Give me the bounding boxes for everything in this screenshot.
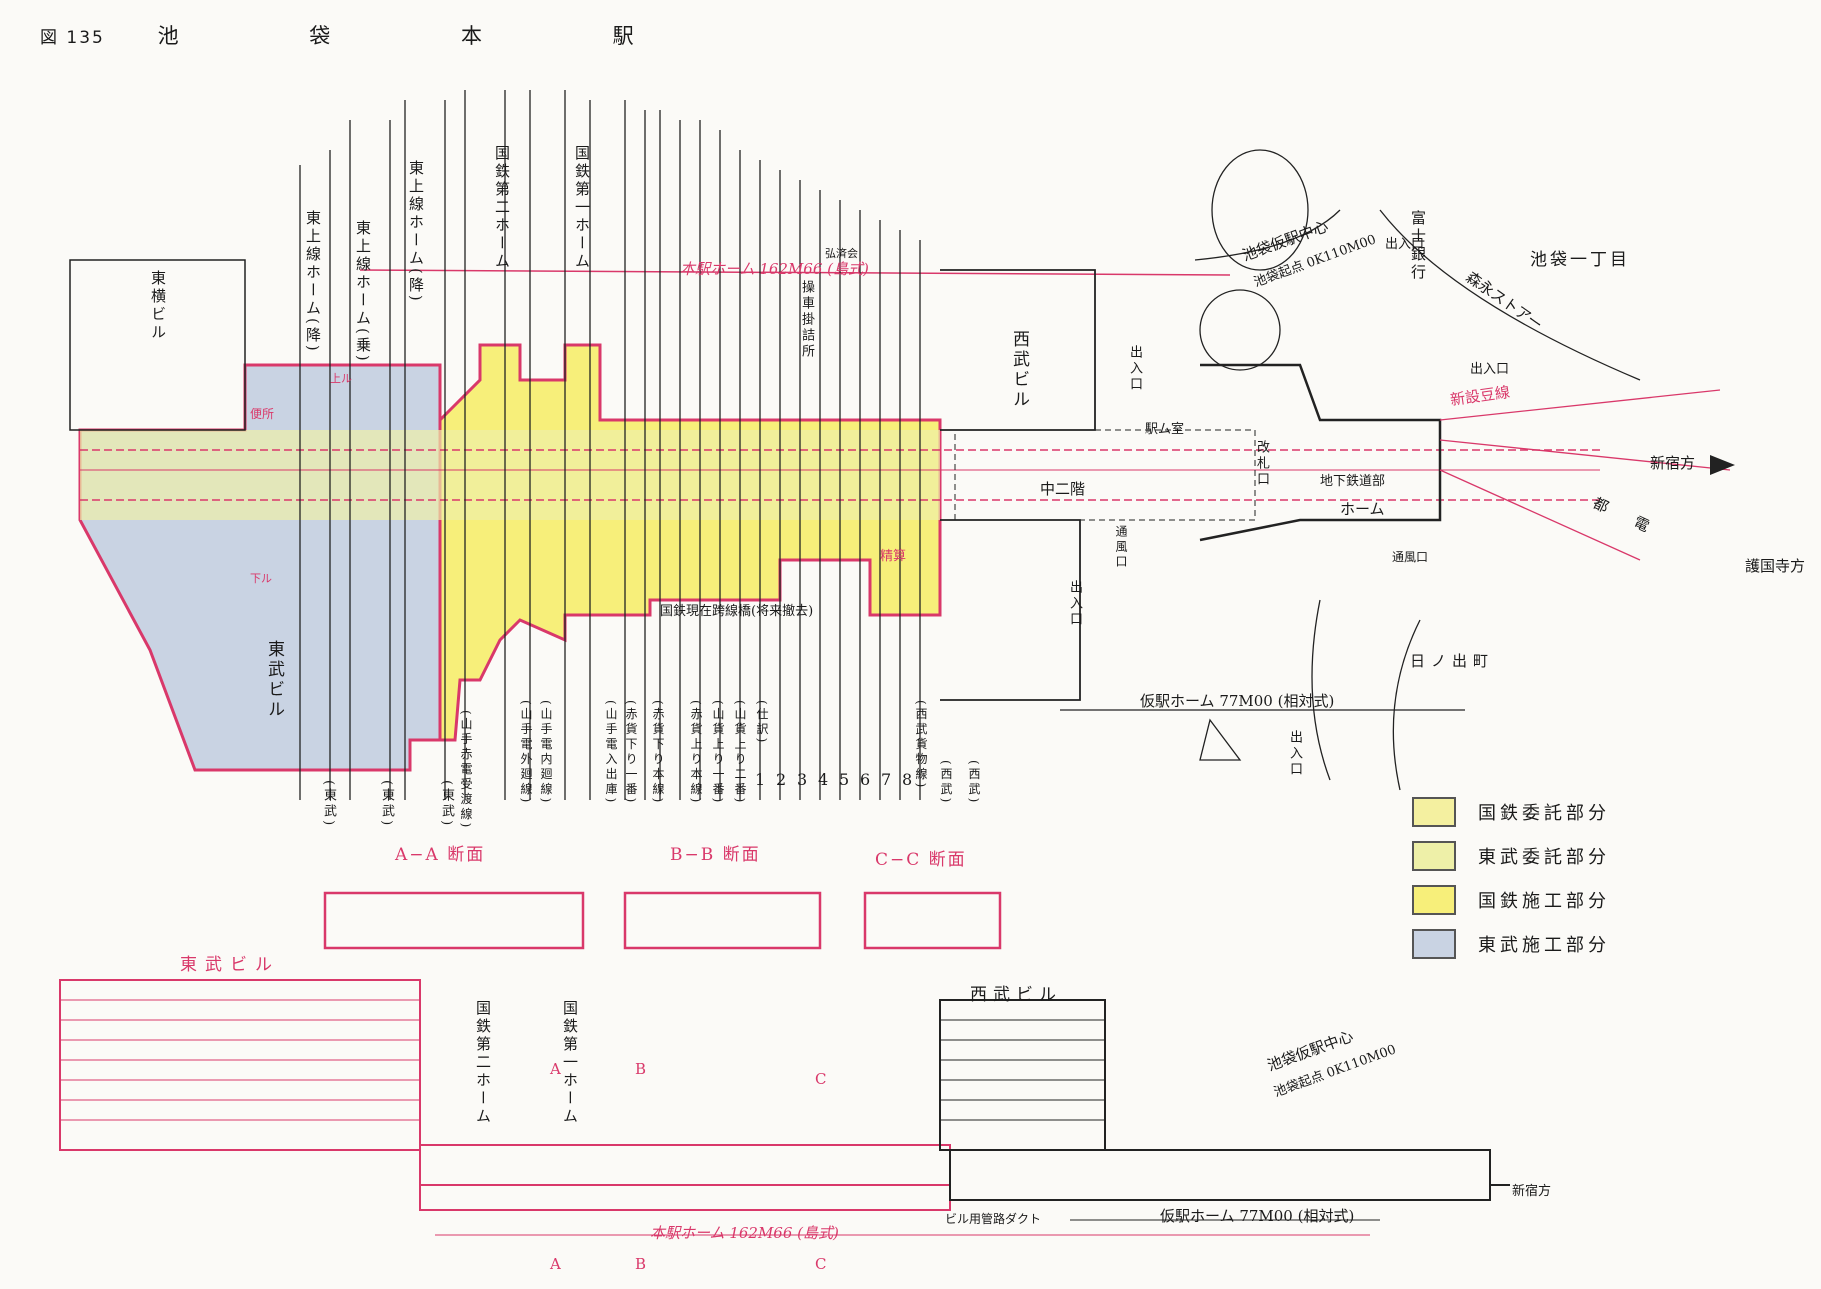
section-marker: B xyxy=(635,1060,647,1078)
elevation-temp-platform: 仮駅ホーム 77M00 (相対式) xyxy=(1160,1207,1355,1225)
kosaikai-label: 弘済会 xyxy=(825,247,858,260)
legend-item: 東武施工部分 xyxy=(1412,922,1610,966)
track-label: (東武) xyxy=(379,780,394,829)
platform-label-tojo-alight-2: 東上線ホーム(降) xyxy=(407,160,425,304)
legend-item: 国鉄施工部分 xyxy=(1412,878,1610,922)
track-label: (西武) xyxy=(967,760,981,806)
wicket-label: 改札口 xyxy=(1254,440,1269,488)
legend-item: 国鉄委託部分 xyxy=(1412,790,1610,834)
entrance-label: 出入口 xyxy=(1287,730,1302,778)
underground-label: 地下鉄道部 xyxy=(1320,474,1386,489)
track-label: (東武) xyxy=(439,780,454,829)
elevation-main-platform: 本駅ホーム 162M66 (島式) xyxy=(650,1224,839,1242)
tobu-construction-area xyxy=(78,363,442,772)
legend-swatch xyxy=(1412,885,1456,915)
gokokuji-direction: 護国寺方 xyxy=(1745,557,1806,575)
entrance-label: 出入口 xyxy=(1385,237,1425,252)
track-label: (山手赤電受渡線) xyxy=(459,710,473,831)
elevation-shinjuku: 新宿方 xyxy=(1512,1184,1552,1199)
track-label: (山貨上り二番) xyxy=(733,700,747,806)
track-label: (赤貨上り本線) xyxy=(689,700,703,806)
hinode-label: 日ノ出町 xyxy=(1410,652,1495,670)
track-label: (山手電内廻線) xyxy=(539,700,553,806)
elevation-duct: ビル用管路ダクト xyxy=(945,1212,1042,1226)
legend-label: 国鉄施工部分 xyxy=(1478,891,1610,912)
section-marker: A xyxy=(550,1255,561,1273)
platform-label-tojo-alight: 東上線ホーム(降) xyxy=(304,210,322,354)
figure-title: 図 135 池 袋 本 駅 xyxy=(40,20,696,50)
platform-label-jnr-first: 国鉄第一ホーム xyxy=(573,145,591,271)
track-label: (東武) xyxy=(321,780,336,829)
section-marker: C xyxy=(815,1070,827,1088)
commissioned-strip xyxy=(80,430,940,520)
track-label: (西武貨物線) xyxy=(914,700,928,791)
track-number: 7 xyxy=(881,770,892,789)
jnr-construction-area xyxy=(438,343,942,742)
elevation-tobu: 東武ビル xyxy=(180,955,280,975)
track-number: 6 xyxy=(860,770,871,789)
track-number: 8 xyxy=(902,770,913,789)
main-platform-dimension: 本駅ホーム 162M66 (島式) xyxy=(680,260,869,278)
legend-swatch xyxy=(1412,797,1456,827)
building-label-tobu: 東武ビル xyxy=(264,640,284,720)
legend-label: 国鉄委託部分 xyxy=(1478,803,1610,824)
figure-number: 図 135 xyxy=(40,28,105,48)
track-lines xyxy=(299,90,921,800)
section-marker: C xyxy=(815,1255,827,1273)
legend-swatch xyxy=(1412,929,1456,959)
platform-label-jnr-second: 国鉄第二ホーム xyxy=(493,145,511,271)
track-label: (山手電入出庫) xyxy=(604,700,618,806)
legend-swatch xyxy=(1412,841,1456,871)
chome-label: 池袋一丁目 xyxy=(1530,250,1630,270)
office-label: 駅ム室 xyxy=(1145,422,1185,437)
longitudinal-section xyxy=(59,979,1510,1236)
vent-label: 通風口 xyxy=(1392,550,1429,564)
section-marker: A xyxy=(550,1060,561,1078)
track-number: 4 xyxy=(818,770,829,789)
entrance-label: 出入口 xyxy=(1067,580,1082,628)
yard-office-label: 操車掛詰所 xyxy=(799,280,814,360)
legend-label: 東武委託部分 xyxy=(1478,847,1610,868)
entrance-label: 出入口 xyxy=(1470,362,1510,377)
vent-label: 通風口 xyxy=(1114,525,1128,570)
track-number: 3 xyxy=(797,770,808,789)
track-label: (山貨上り一番) xyxy=(711,700,725,806)
section-title-aa: A−A 断面 xyxy=(395,845,486,865)
home-label: ホーム xyxy=(1340,500,1385,518)
track-label: (仕訳) xyxy=(755,700,769,746)
track-label: (西武) xyxy=(939,760,953,806)
platform-label-tojo-board: 東上線ホーム(乗) xyxy=(354,220,372,364)
elevation-jnr1: 国鉄第一ホーム xyxy=(561,1000,579,1126)
track-label: (赤貨下り本線) xyxy=(651,700,665,806)
shinjuku-direction: 新宿方 xyxy=(1650,454,1696,472)
stair-down-label: 下ル xyxy=(250,572,272,585)
section-marker: B xyxy=(635,1255,647,1273)
ticket-label: 精算 xyxy=(880,549,907,564)
legend: 国鉄委託部分 東武委託部分 国鉄施工部分 東武施工部分 xyxy=(1412,790,1610,966)
entrance-label: 出入口 xyxy=(1127,345,1142,393)
legend-item: 東武委託部分 xyxy=(1412,834,1610,878)
track-number: 1 xyxy=(755,770,766,789)
track-label: (赤貨下り一番) xyxy=(624,700,638,806)
legend-label: 東武施工部分 xyxy=(1478,935,1610,956)
building-label-seibu: 西武ビル xyxy=(1009,330,1029,410)
fuji-bank-label: 富士銀行 xyxy=(1409,210,1427,282)
figure-caption: 池 袋 本 駅 xyxy=(157,24,696,48)
bridge-label: 国鉄現在跨線橋(将来撤去) xyxy=(660,604,814,619)
temp-platform-dimension: 仮駅ホーム 77M00 (相対式) xyxy=(1140,692,1335,710)
stair-up-label: 上ル xyxy=(330,372,352,385)
cross-sections xyxy=(323,891,1002,950)
section-title-cc: C−C 断面 xyxy=(875,850,967,870)
mezzanine-box xyxy=(954,429,1256,521)
mezzanine-label: 中二階 xyxy=(1040,480,1086,498)
elevation-jnr2: 国鉄第二ホーム xyxy=(474,1000,492,1126)
track-number: 2 xyxy=(776,770,787,789)
section-title-bb: B−B 断面 xyxy=(670,845,761,865)
elevation-seibu: 西武ビル xyxy=(970,985,1062,1005)
toilet-label: 便所 xyxy=(250,407,275,421)
track-number: 5 xyxy=(839,770,850,789)
track-label: (山手電外廻線) xyxy=(519,700,533,806)
building-label-toyoko: 東横ビル xyxy=(149,270,167,342)
